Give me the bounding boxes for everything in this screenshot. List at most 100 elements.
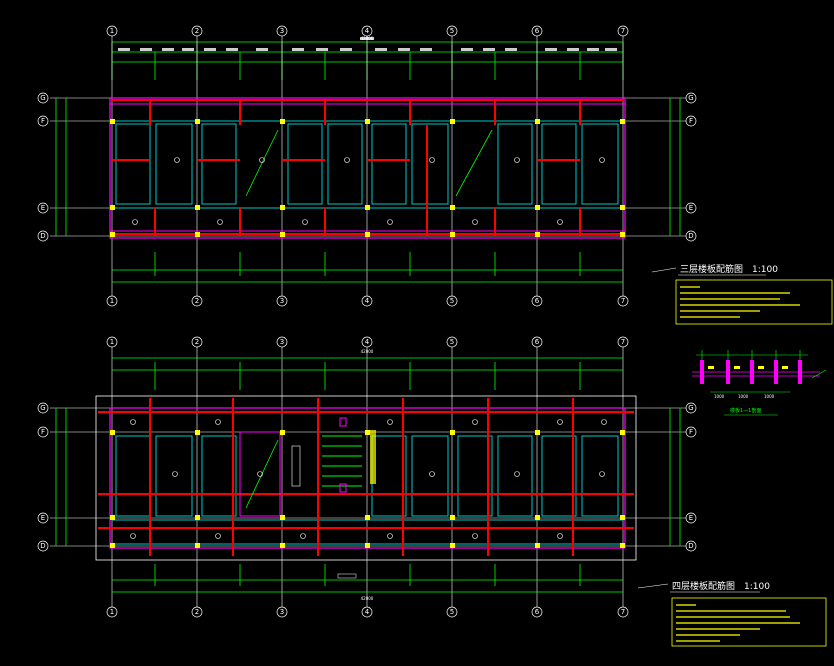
bubble-left-F: F <box>37 115 49 127</box>
svg-text:2: 2 <box>195 338 199 346</box>
bubble4-right-F: F <box>685 426 697 438</box>
bubble-left-G: G <box>37 92 49 104</box>
bubble4-left-E: E <box>37 512 49 524</box>
bubble-right-D: D <box>685 230 697 242</box>
plan4-side-dimensions <box>55 408 681 546</box>
svg-text:5: 5 <box>450 608 454 616</box>
plan3-notes-box <box>675 279 833 325</box>
section-dim-2: 1000 <box>738 394 749 399</box>
plan4-title-block: 四层楼板配筋图 1:100 <box>637 580 827 647</box>
svg-text:4: 4 <box>365 608 370 616</box>
plan4-notes-box <box>671 597 827 647</box>
plan3-slab-edges <box>112 120 623 209</box>
plan4-frame <box>95 395 637 561</box>
svg-text:6: 6 <box>535 608 540 616</box>
bubble4-left-G: G <box>37 402 49 414</box>
plan4-room-marks <box>130 419 607 539</box>
plan4-title: 四层楼板配筋图 <box>672 580 735 592</box>
bubble4-left-F: F <box>37 426 49 438</box>
svg-text:D: D <box>40 542 45 550</box>
bubble-left-D: D <box>37 230 49 242</box>
bubble-bottom-4: 4 <box>361 295 373 307</box>
plan3-scale: 1:100 <box>752 265 778 275</box>
plan4-top-dimensions <box>112 357 623 390</box>
plan3-columns <box>110 119 625 237</box>
bubble-bottom-1: 1 <box>106 295 118 307</box>
bubble4-top-1: 1 <box>106 336 118 348</box>
bubble-bottom-6: 6 <box>531 295 543 307</box>
bubble-right-G: G <box>685 92 697 104</box>
svg-text:5: 5 <box>450 27 454 35</box>
svg-text:3: 3 <box>280 27 284 35</box>
plan4-overall-dim: 42000 <box>361 349 374 354</box>
svg-text:6: 6 <box>535 297 540 305</box>
bubble4-bottom-3: 3 <box>276 606 288 618</box>
svg-text:G: G <box>40 404 45 412</box>
bubble-top-2: 2 <box>191 25 203 37</box>
plan4-stair <box>239 417 376 517</box>
bubble4-left-D: D <box>37 540 49 552</box>
plan4-beams <box>98 398 634 556</box>
svg-text:7: 7 <box>621 297 625 305</box>
bubble-right-F: F <box>685 115 697 127</box>
svg-text:F: F <box>689 117 693 125</box>
bubble4-bottom-6: 6 <box>531 606 543 618</box>
plan4-bottom-dimensions <box>112 564 623 593</box>
plan4-columns <box>110 430 625 548</box>
svg-text:3: 3 <box>280 297 284 305</box>
bubble4-top-2: 2 <box>191 336 203 348</box>
bubble-left-E: E <box>37 202 49 214</box>
bubble4-bottom-1: 1 <box>106 606 118 618</box>
bubble-top-1: 1 <box>106 25 118 37</box>
section-dim-1: 1000 <box>714 394 725 399</box>
svg-text:G: G <box>40 94 45 102</box>
bubble4-right-G: G <box>685 402 697 414</box>
svg-text:1: 1 <box>110 608 114 616</box>
plan3-outline <box>109 97 626 239</box>
plan3-title: 三层楼板配筋图 <box>680 263 743 275</box>
svg-text:G: G <box>688 404 693 412</box>
plan3-bottom-dimensions <box>112 252 623 283</box>
svg-text:7: 7 <box>621 27 625 35</box>
svg-text:E: E <box>689 514 693 522</box>
svg-text:4: 4 <box>365 297 370 305</box>
bubble4-top-7: 7 <box>617 336 629 348</box>
svg-text:G: G <box>688 94 693 102</box>
svg-text:6: 6 <box>535 338 540 346</box>
section-label: 楼板1—1剖面 <box>730 407 761 414</box>
bubble-bottom-5: 5 <box>446 295 458 307</box>
plan3-title-block: 三层楼板配筋图 1:100 <box>651 263 833 325</box>
svg-text:1: 1 <box>110 27 114 35</box>
bubble-right-E: E <box>685 202 697 214</box>
plan3-bubbles: 1 2 3 4 5 6 7 1 2 3 4 5 6 7 G F E D G F … <box>37 25 697 307</box>
svg-text:F: F <box>41 428 45 436</box>
bubble4-bottom-4: 4 <box>361 606 373 618</box>
section-detail: 1000 1000 1000 楼板1—1剖面 <box>692 350 827 416</box>
svg-text:4: 4 <box>365 27 370 35</box>
svg-text:7: 7 <box>621 608 625 616</box>
plan4-bubbles: 1 2 3 4 5 6 7 1 2 3 4 5 6 7 G F E D G F … <box>37 336 697 618</box>
bubble4-top-5: 5 <box>446 336 458 348</box>
svg-text:1: 1 <box>110 338 114 346</box>
svg-text:3: 3 <box>280 338 284 346</box>
svg-text:E: E <box>41 204 45 212</box>
bubble-top-6: 6 <box>531 25 543 37</box>
svg-text:6: 6 <box>535 27 540 35</box>
svg-text:D: D <box>688 542 693 550</box>
svg-text:5: 5 <box>450 338 454 346</box>
bubble4-top-6: 6 <box>531 336 543 348</box>
svg-text:7: 7 <box>621 338 625 346</box>
plan3-axes <box>50 36 690 300</box>
svg-text:1: 1 <box>110 297 114 305</box>
svg-text:4: 4 <box>365 338 370 346</box>
plan-fourth-floor: 42000 <box>50 346 690 610</box>
bubble-bottom-3: 3 <box>276 295 288 307</box>
svg-text:D: D <box>688 232 693 240</box>
svg-text:D: D <box>40 232 45 240</box>
bubble-top-3: 3 <box>276 25 288 37</box>
bubble-bottom-2: 2 <box>191 295 203 307</box>
svg-text:2: 2 <box>195 27 199 35</box>
svg-text:5: 5 <box>450 297 454 305</box>
bubble4-top-3: 3 <box>276 336 288 348</box>
